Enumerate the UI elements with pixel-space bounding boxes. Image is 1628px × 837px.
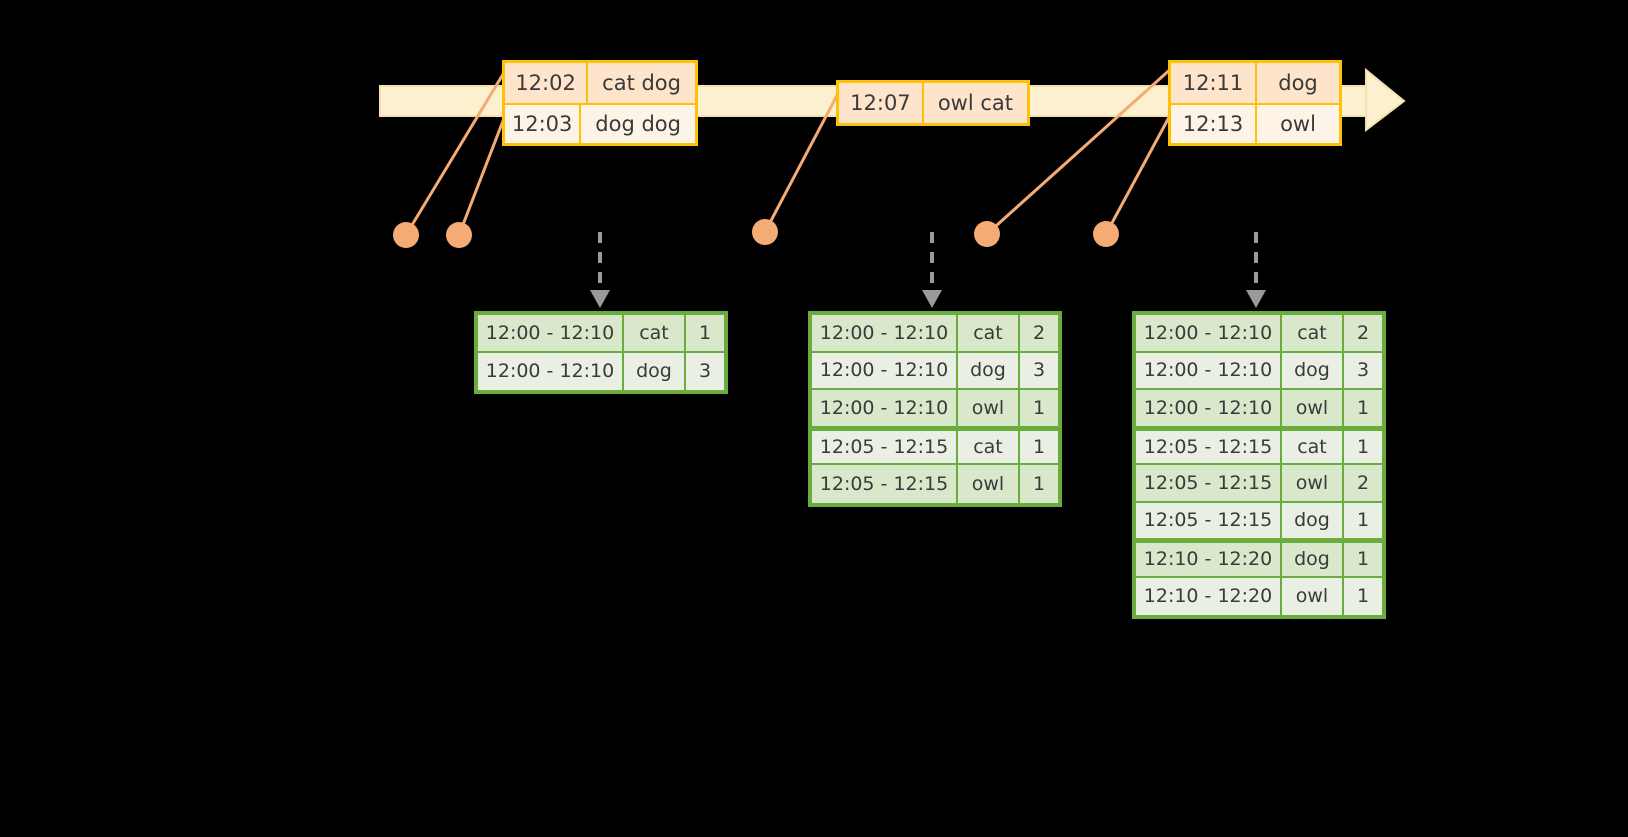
count-cell: 1 xyxy=(1344,540,1382,578)
window-cell: 12:05 - 12:15 xyxy=(812,465,958,503)
event-words: cat dog xyxy=(602,71,681,95)
key-cell: owl xyxy=(1282,465,1344,503)
count-cell: 1 xyxy=(1344,390,1382,428)
connector-1203 xyxy=(457,106,510,237)
event-dots xyxy=(393,219,1119,248)
key-cell: cat xyxy=(1282,315,1344,353)
event-row: 12:03 dog dog xyxy=(505,103,695,143)
count-cell: 1 xyxy=(686,315,724,353)
key-cell: cat xyxy=(1282,427,1344,465)
window-cell: 12:00 - 12:10 xyxy=(1136,315,1282,353)
window-cell: 12:05 - 12:15 xyxy=(1136,465,1282,503)
event-words: dog xyxy=(1278,71,1318,95)
key-cell: dog xyxy=(1282,540,1344,578)
count-cell: 1 xyxy=(1356,585,1370,608)
count-cell: 1 xyxy=(1032,472,1046,495)
window-cell: 12:10 - 12:20 xyxy=(1136,540,1282,578)
window-cell: 12:00 - 12:10 xyxy=(812,390,958,428)
event-words: dog dog xyxy=(595,112,681,136)
event-dot-1211 xyxy=(974,221,1000,247)
event-timestamp: 12:07 xyxy=(839,83,924,123)
connector-1213 xyxy=(1104,106,1176,236)
event-row: 12:13 owl xyxy=(1171,103,1339,143)
window-cell: 12:00 - 12:10 xyxy=(812,352,958,390)
window-cell: 12:05 - 12:15 xyxy=(1136,427,1282,465)
key-cell: dog xyxy=(958,352,1020,390)
event-dot-1213 xyxy=(1093,221,1119,247)
key-cell: cat xyxy=(958,427,1020,465)
event-timestamp: 12:11 xyxy=(1171,63,1257,103)
key-cell: owl xyxy=(958,390,1020,428)
window-cell: 12:05 - 12:15 xyxy=(1136,502,1282,540)
down-arrow-3-head xyxy=(1246,290,1266,308)
event-dot-1207 xyxy=(752,219,778,245)
connector-1207 xyxy=(763,84,844,234)
connector-1202 xyxy=(404,64,510,237)
count-cell: 1 xyxy=(1020,427,1058,465)
key-cell: owl xyxy=(1282,577,1344,615)
window-cell: 12:00 - 12:10 xyxy=(1136,390,1282,428)
event-dot-1202 xyxy=(393,222,419,248)
event-box-1: 12:02 cat dog 12:03 dog dog xyxy=(502,60,698,146)
event-timestamp: 12:02 xyxy=(505,63,589,103)
down-arrow-1-head xyxy=(590,290,610,308)
count-cell: 1 xyxy=(1344,503,1382,540)
count-cell: 2 xyxy=(1020,315,1058,353)
key-cell: dog xyxy=(1282,502,1344,540)
emit-arrows xyxy=(590,232,1266,308)
event-timestamp: 12:13 xyxy=(1171,105,1257,143)
event-row: 12:07 owl cat xyxy=(839,83,1027,123)
event-dot-1203 xyxy=(446,222,472,248)
key-cell: cat xyxy=(624,315,686,353)
down-arrow-2-head xyxy=(922,290,942,308)
event-row: 12:02 cat dog xyxy=(505,63,695,103)
event-words: owl xyxy=(1280,112,1316,136)
key-cell: owl xyxy=(1282,390,1344,428)
count-cell: 3 xyxy=(1020,353,1058,390)
key-cell: owl xyxy=(958,465,1020,503)
count-cell: 3 xyxy=(698,360,712,383)
count-cell: 2 xyxy=(1344,315,1382,353)
event-row: 12:11 dog xyxy=(1171,63,1339,103)
window-cell: 12:10 - 12:20 xyxy=(1136,577,1282,615)
window-cell: 12:05 - 12:15 xyxy=(812,427,958,465)
event-box-2: 12:07 owl cat xyxy=(836,80,1030,126)
key-cell: cat xyxy=(958,315,1020,353)
event-box-3: 12:11 dog 12:13 owl xyxy=(1168,60,1342,146)
event-words: owl cat xyxy=(937,91,1013,115)
key-cell: dog xyxy=(624,352,686,390)
key-cell: dog xyxy=(1282,352,1344,390)
timeline-arrowhead xyxy=(1365,67,1406,133)
count-cell: 3 xyxy=(1344,353,1382,390)
window-cell: 12:00 - 12:10 xyxy=(478,315,624,353)
count-cell: 2 xyxy=(1344,465,1382,503)
count-cell: 1 xyxy=(1344,427,1382,465)
window-cell: 12:00 - 12:10 xyxy=(1136,352,1282,390)
count-cell: 1 xyxy=(1020,390,1058,428)
window-cell: 12:00 - 12:10 xyxy=(478,352,624,390)
event-timestamp: 12:03 xyxy=(505,105,582,143)
window-cell: 12:00 - 12:10 xyxy=(812,315,958,353)
